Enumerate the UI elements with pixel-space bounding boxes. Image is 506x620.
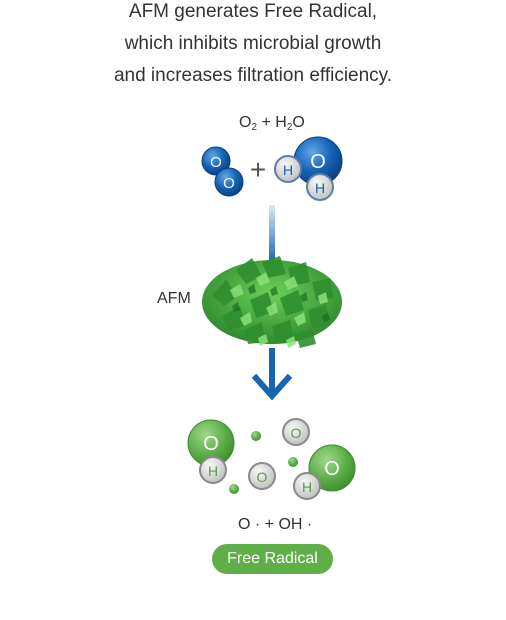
output-formula: O · + OH · — [238, 516, 313, 533]
afm-label: AFM — [157, 290, 191, 307]
intro-text: AFM generates Free Radical, which inhibi… — [0, 0, 506, 92]
input-formula: O2 + H2O — [239, 114, 305, 133]
svg-text:H: H — [283, 162, 293, 178]
svg-text:O: O — [257, 469, 268, 485]
svg-text:O: O — [210, 154, 222, 171]
reaction-stem — [269, 205, 275, 260]
intro-line-1: AFM generates Free Radical, — [128, 1, 378, 22]
svg-text:O: O — [223, 175, 235, 192]
h2o-molecule: O H H — [274, 136, 343, 201]
svg-text:H: H — [302, 479, 312, 495]
intro-line-3: and increases filtration efficiency. — [113, 65, 393, 86]
reactant-plus: + — [250, 154, 266, 185]
free-radical-cluster: O H O H O O — [187, 418, 356, 500]
svg-text:O: O — [203, 433, 219, 455]
down-arrow-icon — [251, 348, 293, 401]
svg-text:H: H — [208, 463, 218, 479]
svg-text:O: O — [291, 425, 302, 441]
svg-text:O: O — [310, 151, 326, 173]
free-radical-badge: Free Radical — [212, 544, 333, 574]
svg-text:H: H — [315, 180, 325, 196]
svg-text:O: O — [324, 458, 340, 480]
afm-media — [202, 256, 342, 348]
o2-molecule: O O — [201, 146, 244, 197]
intro-line-2: which inhibits microbial growth — [124, 33, 382, 54]
